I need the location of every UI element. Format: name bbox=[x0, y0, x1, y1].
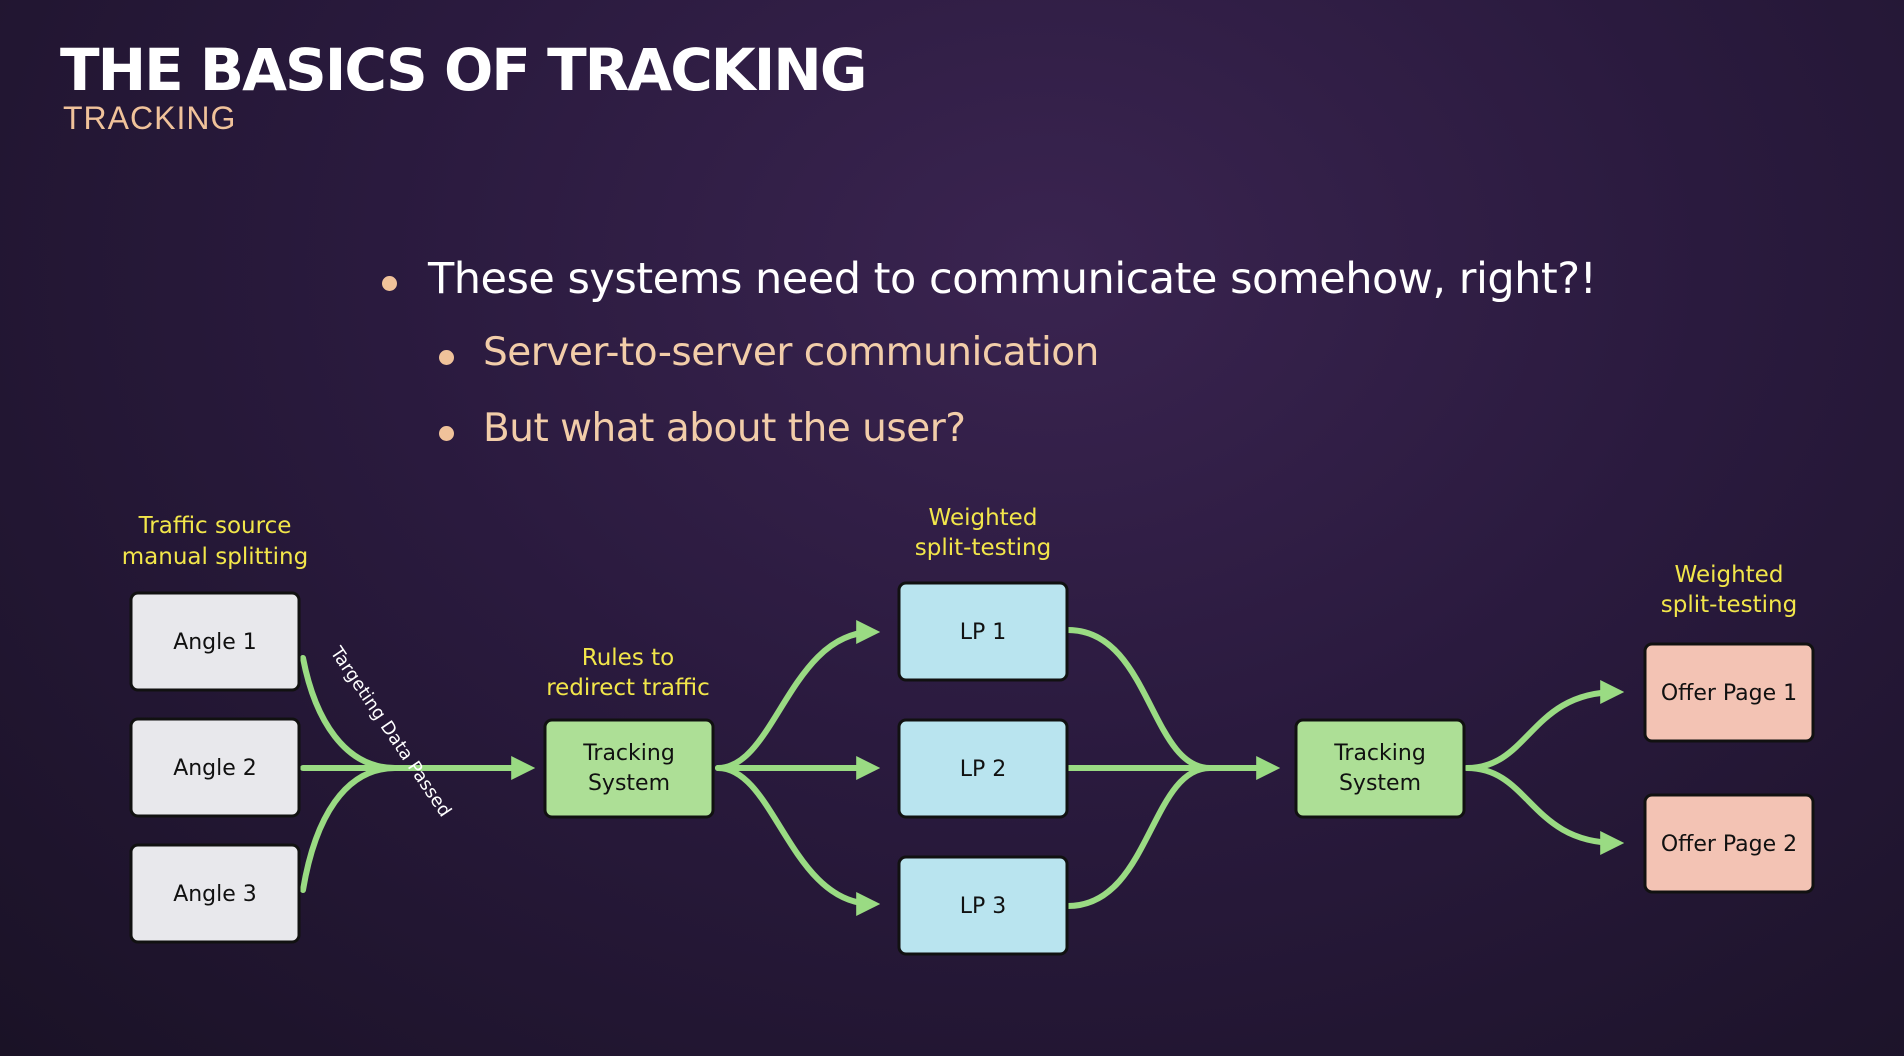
bullet-sub-1: Server-to-server communication bbox=[439, 330, 1099, 375]
bullet-dot-icon bbox=[439, 426, 454, 441]
bullet-dot-icon bbox=[382, 276, 397, 291]
arrow-tracking-to-lp3 bbox=[715, 765, 881, 916]
caption-weighted-2: Weighted bbox=[1675, 562, 1784, 588]
arrow-tracking-to-lp1 bbox=[715, 620, 881, 771]
lp-box-1: LP 1 bbox=[897, 581, 1069, 682]
angle-1-label: Angle 1 bbox=[173, 630, 257, 655]
bullet-sub-1-text: Server-to-server communication bbox=[483, 330, 1099, 375]
tracking-system-1-line1: Tracking bbox=[582, 741, 675, 766]
caption-weighted-1: Weighted bbox=[929, 505, 1038, 531]
caption-split-testing-1: split-testing bbox=[915, 535, 1051, 561]
arrow-tracking-to-offer2 bbox=[1464, 765, 1625, 855]
tracking-system-box-2: Tracking System bbox=[1294, 718, 1466, 819]
lp-box-3: LP 3 bbox=[897, 855, 1069, 956]
lp-1-label: LP 1 bbox=[960, 620, 1007, 645]
lp-box-2: LP 2 bbox=[897, 718, 1069, 819]
tracking-system-1-line2: System bbox=[588, 771, 670, 796]
bullet-main-text: These systems need to communicate someho… bbox=[428, 254, 1597, 304]
bullet-dot-icon bbox=[439, 350, 454, 365]
angle-box-1: Angle 1 bbox=[129, 591, 301, 692]
arrow-tracking-to-offer1 bbox=[1464, 680, 1625, 771]
angle-box-3: Angle 3 bbox=[129, 843, 301, 944]
bullet-main: These systems need to communicate someho… bbox=[382, 254, 1597, 304]
tracking-system-2-line2: System bbox=[1339, 771, 1421, 796]
bullet-sub-2: But what about the user? bbox=[439, 406, 966, 451]
offer-page-box-1: Offer Page 1 bbox=[1643, 642, 1815, 743]
lp-2-label: LP 2 bbox=[960, 757, 1007, 782]
angle-box-2: Angle 2 bbox=[129, 717, 301, 818]
offer-page-box-2: Offer Page 2 bbox=[1643, 793, 1815, 894]
caption-rules-to: Rules to bbox=[582, 645, 674, 671]
caption-traffic-source: Traffic source bbox=[138, 513, 292, 539]
angle-3-label: Angle 3 bbox=[173, 882, 257, 907]
caption-split-testing-2: split-testing bbox=[1661, 592, 1797, 618]
offer-page-2-label: Offer Page 2 bbox=[1661, 832, 1797, 857]
angle-2-label: Angle 2 bbox=[173, 756, 257, 781]
arrow-lp1-to-tracking bbox=[1065, 627, 1213, 771]
caption-manual-splitting: manual splitting bbox=[122, 544, 308, 570]
tracking-system-box-1: Tracking System bbox=[543, 718, 715, 819]
bullet-sub-2-text: But what about the user? bbox=[483, 406, 966, 451]
caption-redirect-traffic: redirect traffic bbox=[546, 675, 710, 701]
offer-page-1-label: Offer Page 1 bbox=[1661, 681, 1797, 706]
tracking-system-2-line1: Tracking bbox=[1333, 741, 1426, 766]
arrow-lp3-to-tracking bbox=[1065, 765, 1213, 909]
page-title: THE BASICS OF TRACKING bbox=[60, 36, 867, 104]
page-subtitle: TRACKING bbox=[63, 100, 237, 136]
arrow-angle3-to-tracking bbox=[300, 765, 398, 893]
lp-3-label: LP 3 bbox=[960, 894, 1007, 919]
